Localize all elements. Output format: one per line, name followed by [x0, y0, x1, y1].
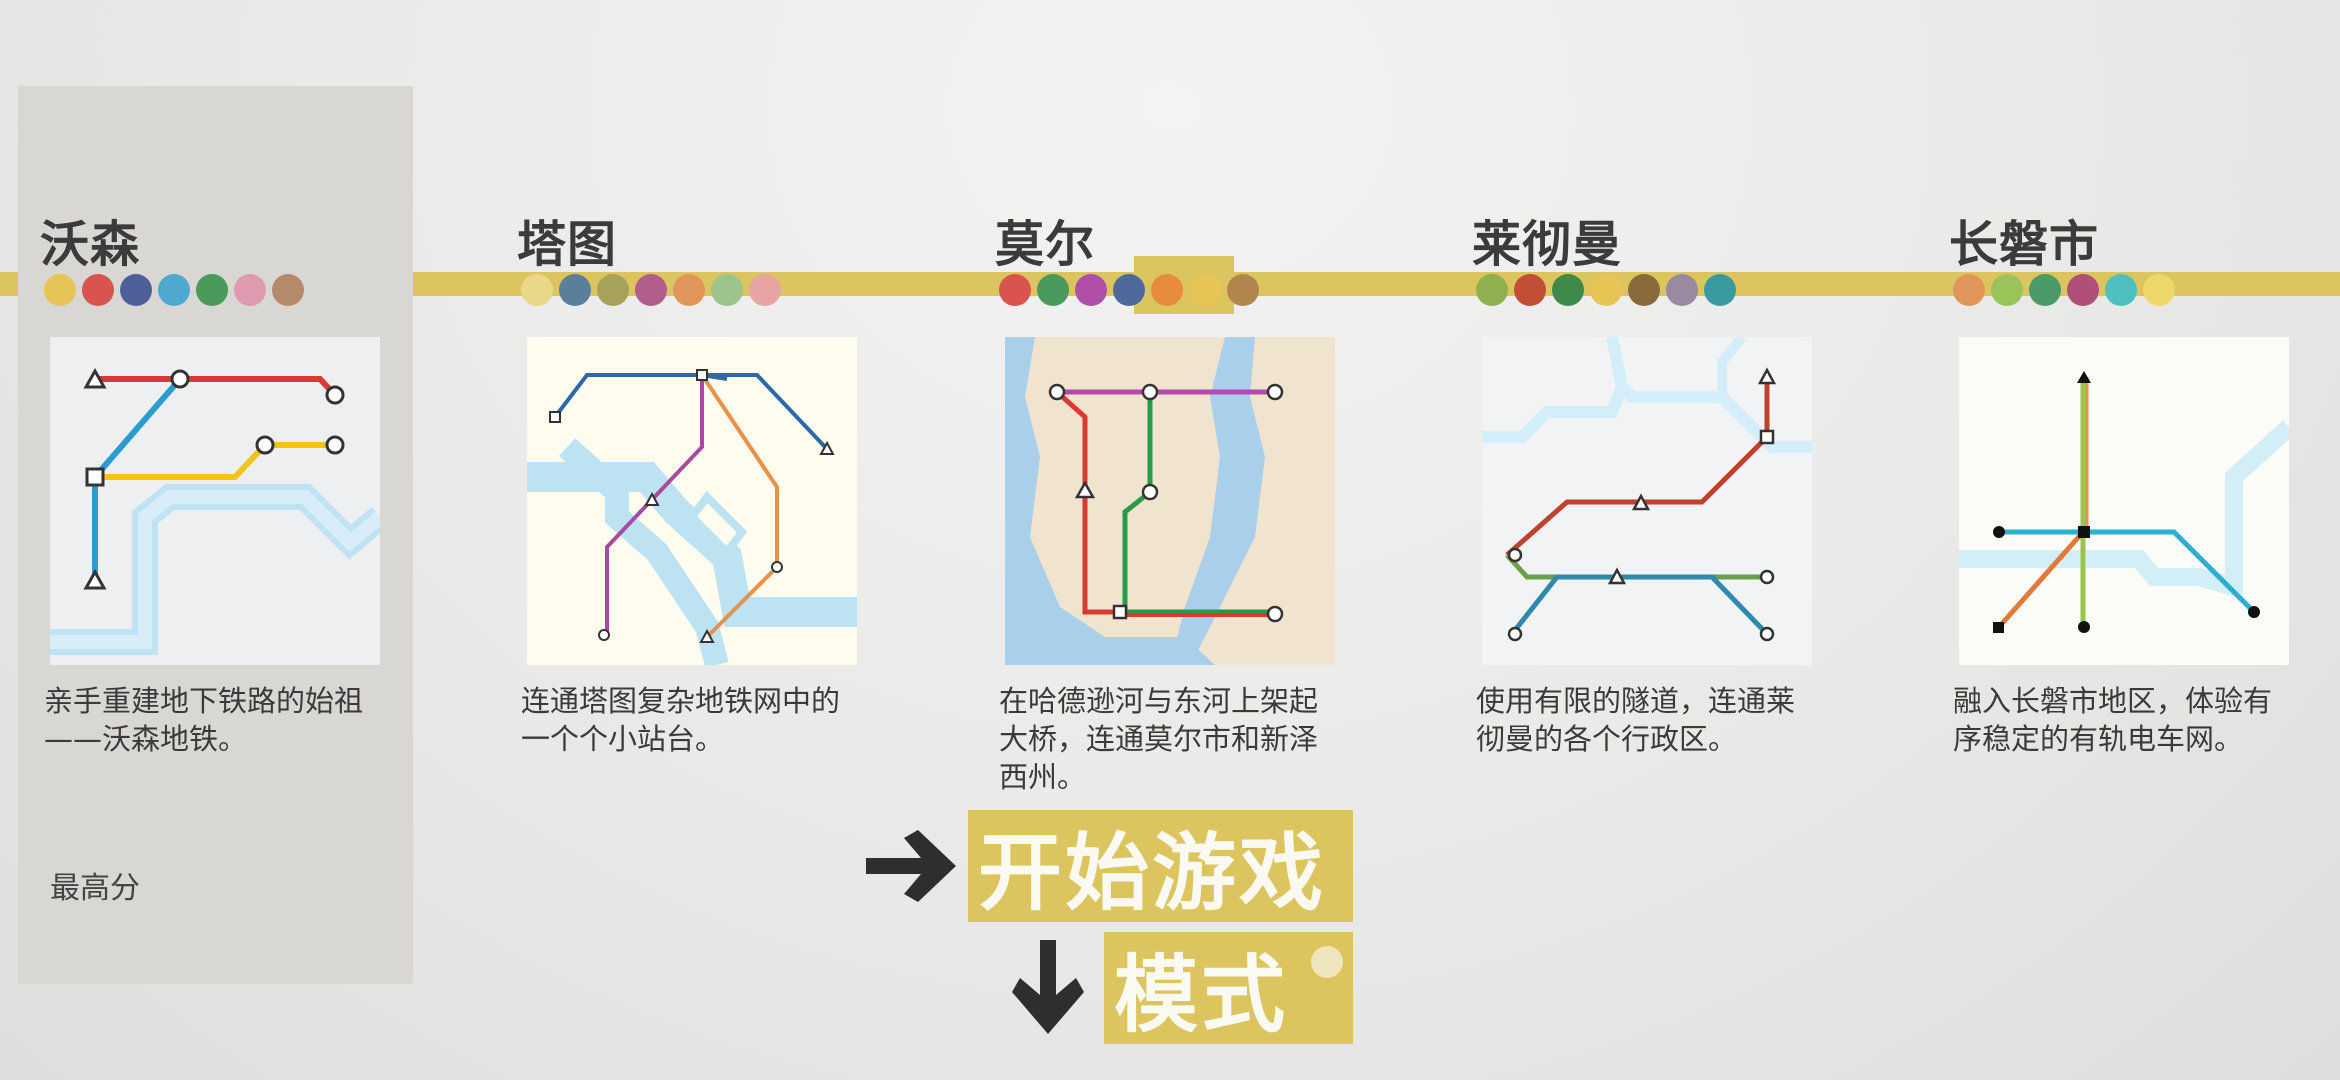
city-map — [50, 337, 380, 665]
right-arrow-icon — [866, 830, 956, 902]
line-color-dot — [711, 274, 743, 306]
city-name: 塔图 — [517, 216, 618, 273]
line-color-dot — [749, 274, 781, 306]
city-map — [527, 337, 857, 665]
line-color-dot — [1227, 274, 1259, 306]
city-description: 亲手重建地下铁路的始祖 ——沃森地铁。 — [44, 684, 364, 756]
mode-button[interactable]: 模式 — [1104, 932, 1353, 1044]
city-map — [1482, 337, 1812, 665]
start-game-button[interactable]: 开始游戏 — [968, 810, 1353, 922]
city-map — [1959, 337, 2289, 665]
line-color-dot — [1514, 274, 1546, 306]
line-color-dot — [272, 274, 304, 306]
line-color-dot — [559, 274, 591, 306]
line-color-dot — [196, 274, 228, 306]
city-name: 沃森 — [40, 216, 141, 273]
line-color-dot — [2143, 274, 2175, 306]
city-name: 莱彻曼 — [1472, 216, 1623, 273]
line-color-dot — [999, 274, 1031, 306]
line-color-dot — [158, 274, 190, 306]
line-color-dot — [1476, 274, 1508, 306]
city-card-wosen[interactable]: 沃森 亲手重建地下铁路的始祖 ——沃森地铁。 — [18, 0, 398, 840]
line-color-dot — [2105, 274, 2137, 306]
line-color-dot — [673, 274, 705, 306]
line-color-dot — [1704, 274, 1736, 306]
city-card-moer[interactable]: 莫尔 在哈德逊河与东河上架起 大桥，连通莫尔市和新泽 西州。 — [973, 0, 1353, 840]
line-color-dot — [1953, 274, 1985, 306]
line-color-dots — [44, 274, 304, 308]
city-description: 连通塔图复杂地铁网中的 一个个小站台。 — [521, 684, 841, 756]
line-color-dot — [1189, 274, 1221, 306]
best-score-label: 最高分 — [50, 871, 140, 906]
line-color-dots — [999, 274, 1259, 308]
city-name: 长磐市 — [1949, 216, 2100, 273]
city-card-laichiman[interactable]: 莱彻曼 使用有限的隧道，连通莱 彻曼的各个行政区。 — [1450, 0, 1830, 840]
line-color-dot — [1666, 274, 1698, 306]
line-color-dot — [44, 274, 76, 306]
line-color-dot — [597, 274, 629, 306]
city-card-tatu[interactable]: 塔图 连通塔图复杂地铁网中的 一个个小站台。 — [495, 0, 875, 840]
down-arrow-icon — [1012, 940, 1084, 1034]
line-color-dot — [1552, 274, 1584, 306]
mode-label: 模式 — [1114, 945, 1289, 1044]
line-color-dot — [82, 274, 114, 306]
line-color-dot — [635, 274, 667, 306]
line-color-dot — [1075, 274, 1107, 306]
line-color-dot — [2067, 274, 2099, 306]
line-color-dot — [120, 274, 152, 306]
line-color-dot — [1037, 274, 1069, 306]
city-name: 莫尔 — [995, 216, 1096, 273]
city-card-changpanshi[interactable]: 长磐市 融入长磐市地区，体验有 序稳定的有轨电车网。 — [1927, 0, 2307, 840]
line-color-dot — [521, 274, 553, 306]
line-color-dots — [521, 274, 781, 308]
city-description: 在哈德逊河与东河上架起 大桥，连通莫尔市和新泽 西州。 — [999, 684, 1319, 794]
line-color-dot — [1991, 274, 2023, 306]
line-color-dot — [2029, 274, 2061, 306]
line-color-dot — [1590, 274, 1622, 306]
city-description: 融入长磐市地区，体验有 序稳定的有轨电车网。 — [1953, 684, 2273, 756]
line-color-dot — [1628, 274, 1660, 306]
line-color-dot — [1151, 274, 1183, 306]
city-map — [1005, 337, 1335, 665]
line-color-dot — [234, 274, 266, 306]
line-color-dot — [1113, 274, 1145, 306]
city-description: 使用有限的隧道，连通莱 彻曼的各个行政区。 — [1476, 684, 1796, 756]
mode-indicator-dot — [1311, 946, 1343, 978]
line-color-dots — [1476, 274, 1736, 308]
line-color-dots — [1953, 274, 2175, 308]
